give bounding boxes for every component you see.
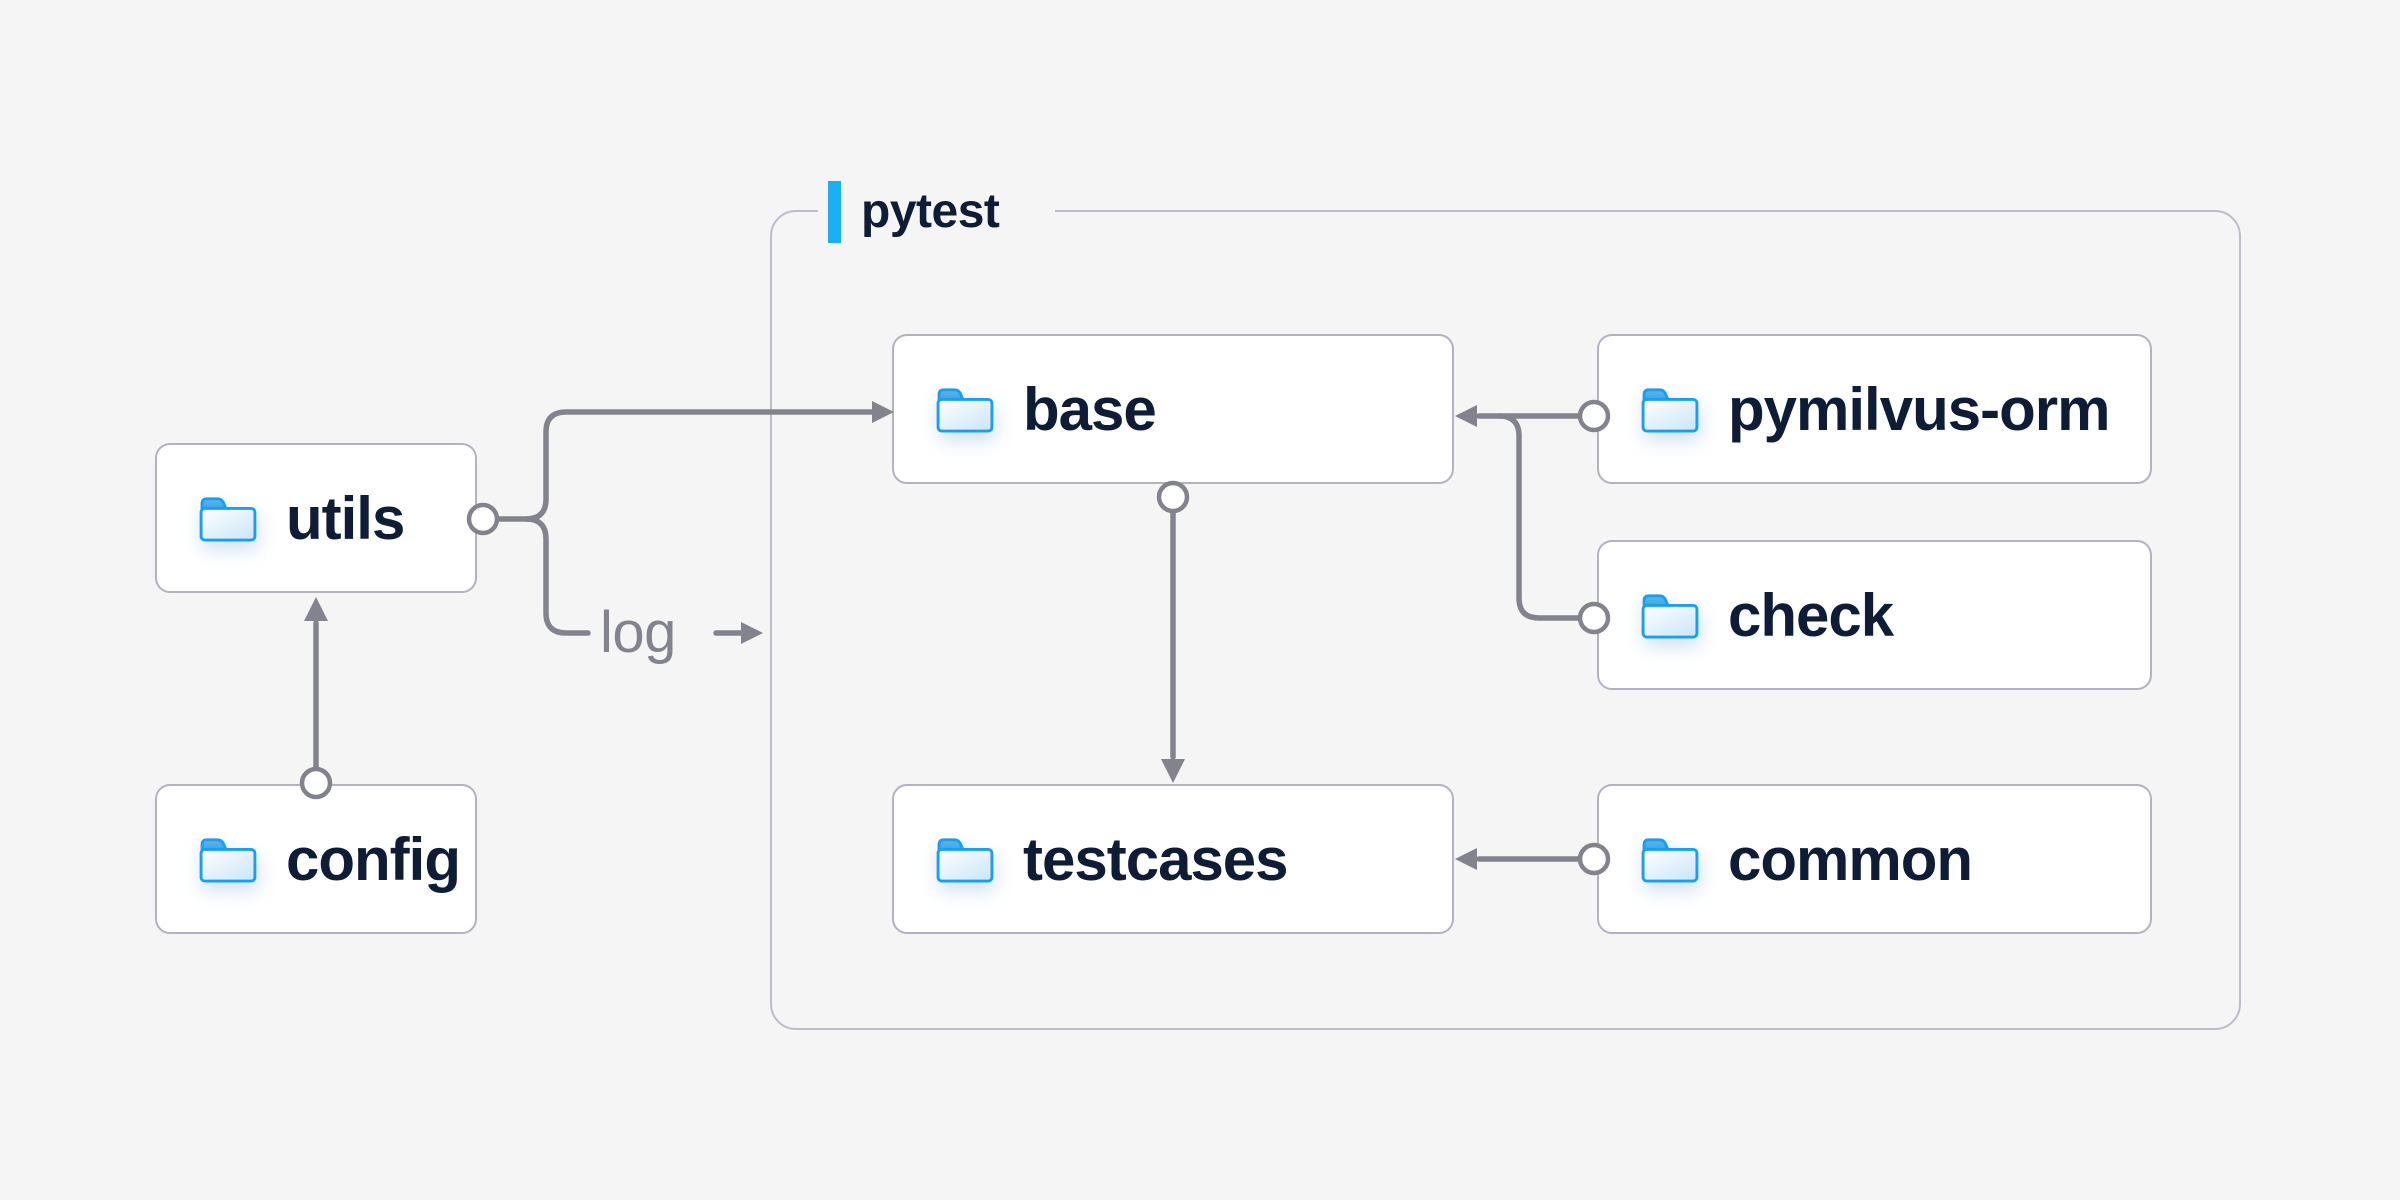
label-accent-bar <box>828 181 841 243</box>
pytest-group-label: pytest <box>818 180 1056 244</box>
node-check: check <box>1597 540 2152 690</box>
arrowhead-log <box>741 622 763 644</box>
pytest-group-container <box>770 210 2241 1030</box>
node-label: config <box>286 825 461 893</box>
folder-icon <box>1639 834 1701 884</box>
folder-icon <box>197 834 259 884</box>
folder-icon <box>1639 384 1701 434</box>
group-label-text: pytest <box>861 185 1000 238</box>
folder-icon <box>934 834 996 884</box>
node-common: common <box>1597 784 2152 934</box>
arrowhead-into-utils <box>304 597 328 621</box>
node-testcases: testcases <box>892 784 1454 934</box>
edge-label-log: log <box>600 600 676 665</box>
node-label: base <box>1023 375 1157 443</box>
node-base: base <box>892 334 1454 484</box>
node-config: config <box>155 784 477 934</box>
folder-icon <box>934 384 996 434</box>
node-label: common <box>1728 825 1973 893</box>
edge-utils-to-log <box>523 516 591 636</box>
folder-icon <box>1639 590 1701 640</box>
node-label: pymilvus-orm <box>1728 375 2110 443</box>
node-label: check <box>1728 581 1894 649</box>
folder-icon <box>197 493 259 543</box>
node-label: utils <box>286 484 405 552</box>
node-pymilvus-orm: pymilvus-orm <box>1597 334 2152 484</box>
node-label: testcases <box>1023 825 1289 893</box>
node-utils: utils <box>155 443 477 593</box>
